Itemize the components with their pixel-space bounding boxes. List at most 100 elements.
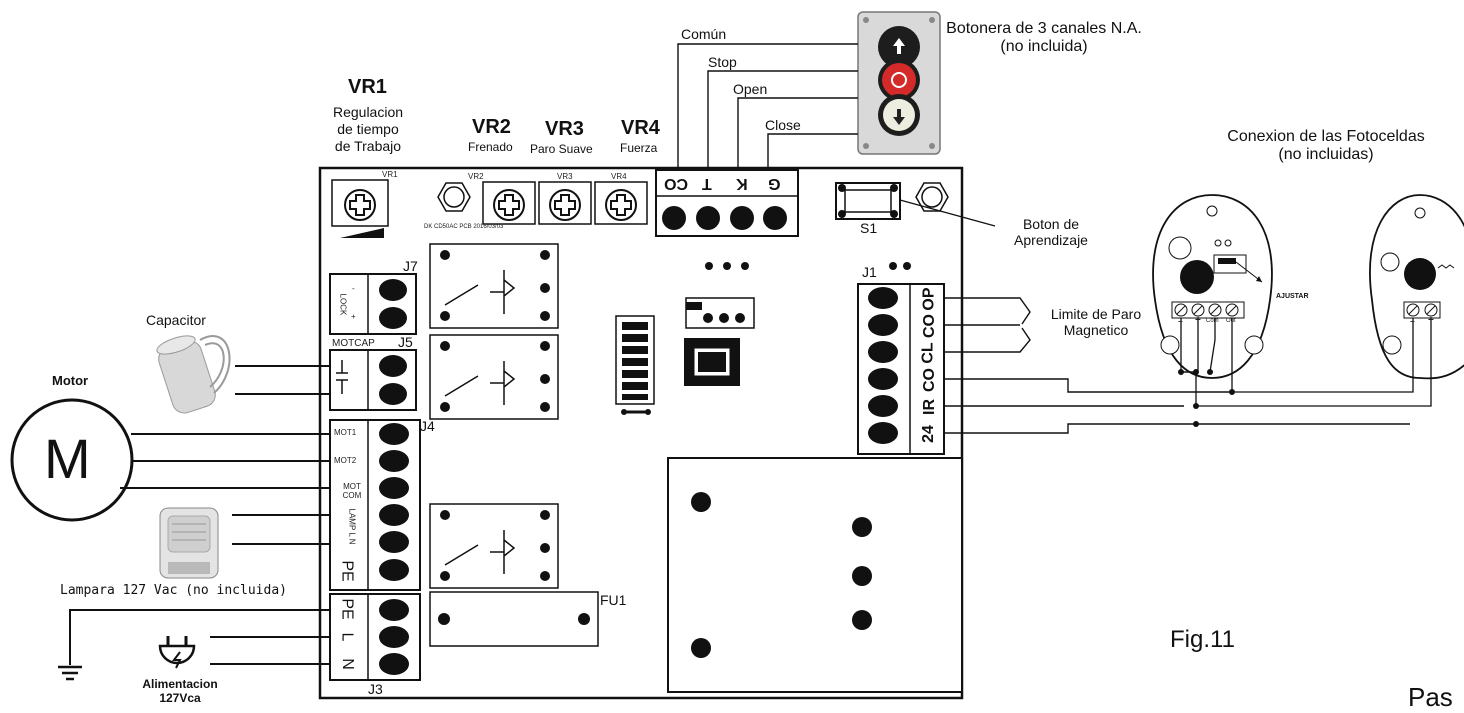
relay-3 <box>429 503 559 589</box>
j3-pin-n: N <box>338 658 356 670</box>
lock-label: LOCK <box>338 293 348 316</box>
j5-label: J5 <box>398 334 413 350</box>
vr2-title: VR2 <box>472 116 511 138</box>
j1-pin-cl: CL <box>919 342 937 364</box>
vr4-trimmer <box>594 181 648 225</box>
j4-pin-lamp: LAMP L N <box>347 508 357 545</box>
adjust-label: AJUSTAR <box>1276 293 1309 300</box>
j7-label: J7 <box>403 258 418 274</box>
s1-label: S1 <box>860 220 878 236</box>
rx-pin-plus: + <box>1195 315 1201 326</box>
wire-label-close: Close <box>765 117 801 133</box>
vr3-title: VR3 <box>545 118 584 140</box>
ground-icon <box>58 665 82 681</box>
photocells-title-line2: (no incluidas) <box>1278 146 1374 163</box>
capacitor-drawing <box>156 335 231 414</box>
terminal-j3 <box>329 593 421 681</box>
j3-pin-l: L <box>338 632 356 642</box>
limit-switch-wires <box>944 297 1410 434</box>
partial-page-text: Pas <box>1408 682 1453 712</box>
j1-label: J1 <box>862 264 877 280</box>
j4-label: J4 <box>420 418 435 434</box>
limit-label-line2: Magnetico <box>1063 322 1129 338</box>
vr1-desc-line2: de tiempo <box>337 121 399 137</box>
j3-pin-pe: PE <box>338 598 356 620</box>
wire-label-comun: Común <box>681 26 727 42</box>
j4-pin-mot1: MOT1 <box>334 428 357 437</box>
j4-pin-motcom: MOT COM <box>342 482 362 500</box>
earth-wire <box>69 609 330 665</box>
fuse-fu1 <box>429 591 599 647</box>
motor-label: Motor <box>52 373 89 388</box>
rx-pin-minus: − <box>1178 317 1183 326</box>
j1-pin-co2: CO <box>921 368 938 392</box>
terminal-j4 <box>329 419 421 591</box>
photocell-tx-wires <box>1196 318 1432 407</box>
relay-2 <box>429 334 559 420</box>
vr2-silk: VR2 <box>468 172 484 181</box>
tx-pin-plus: + <box>1428 315 1434 326</box>
vr3-trimmer <box>538 181 592 225</box>
photocell-receiver <box>1152 194 1273 379</box>
vr4-description: Fuerza <box>620 141 658 155</box>
vr2-trimmer <box>482 181 536 225</box>
plug-icon <box>158 636 196 669</box>
limit-switch-label: Limite de Paro Magnetico <box>1036 306 1156 338</box>
top-pin-g: G <box>768 175 781 192</box>
photocell-transmitter <box>1369 194 1464 380</box>
j1-pin-24: 24 <box>919 425 937 443</box>
j4-pin-mot2: MOT2 <box>334 456 357 465</box>
learn-label-line2: Aprendizaje <box>1014 232 1088 248</box>
wire-junctions <box>1178 369 1235 427</box>
power-label: Alimentacion 127Vca <box>120 677 240 705</box>
transformer <box>667 457 963 693</box>
rx-pin-com: Com <box>1206 318 1219 324</box>
power-line2: 127Vca <box>159 691 201 705</box>
top-terminal-block <box>655 169 799 237</box>
pushbutton-wires <box>677 43 858 170</box>
pcb-text: DK CD50AC PCB 2016/03/03 <box>424 224 504 230</box>
vr1-description: Regulacion de tiempo de Trabajo <box>318 104 418 155</box>
motor-symbol-letter: M <box>44 427 91 490</box>
j1-pin-ir: IR <box>921 399 938 415</box>
mount-hole-top-right <box>915 182 949 212</box>
tx-pin-minus: − <box>1410 317 1415 326</box>
pushbutton-station-title: Botonera de 3 canales N.A. (no incluida) <box>944 20 1144 56</box>
wire-label-open: Open <box>733 81 768 97</box>
vr1-desc-line3: de Trabajo <box>334 138 402 154</box>
fu1-label: FU1 <box>600 592 627 608</box>
terminal-j1 <box>857 283 945 455</box>
pushbutton-station <box>857 11 941 155</box>
mount-hole-top-left <box>437 182 471 212</box>
learn-button-label: Boton de Aprendizaje <box>996 216 1106 248</box>
vr1-title: VR1 <box>348 76 387 98</box>
vr3-silk: VR3 <box>557 172 573 181</box>
vr3-description: Paro Suave <box>530 142 593 156</box>
photocells-title-line1: Conexion de las Fotoceldas <box>1227 128 1425 145</box>
learn-label-line1: Boton de <box>1022 216 1080 232</box>
power-line1: Alimentacion <box>142 677 218 691</box>
relay-1 <box>429 243 559 329</box>
microcontroller-chip <box>684 338 740 386</box>
top-pin-co: CO <box>664 175 688 192</box>
vr4-title: VR4 <box>621 117 660 139</box>
connector-header <box>685 297 755 329</box>
learn-button-s1 <box>835 182 901 220</box>
j4-pin-pe: PE <box>338 560 356 582</box>
vr4-silk: VR4 <box>611 172 627 181</box>
j3-label: J3 <box>368 681 383 697</box>
j1-pin-op: OP <box>920 287 938 311</box>
vr1-silk: VR1 <box>382 170 398 179</box>
limit-label-line1: Limite de Paro <box>1050 306 1142 322</box>
vr2-description: Frenado <box>468 140 513 154</box>
lock-plus: + <box>351 312 356 321</box>
top-pin-t: T <box>702 175 712 192</box>
terminal-j5 <box>329 349 417 411</box>
capacitor-label: Capacitor <box>146 312 206 328</box>
lamp-label: Lampara 127 Vac (no incluida) <box>60 583 287 598</box>
dip-switch <box>615 315 655 415</box>
photocells-title: Conexion de las Fotoceldas (no incluidas… <box>1196 128 1456 164</box>
wire-label-stop: Stop <box>708 54 737 70</box>
j1-pin-co1: CO <box>921 314 938 338</box>
